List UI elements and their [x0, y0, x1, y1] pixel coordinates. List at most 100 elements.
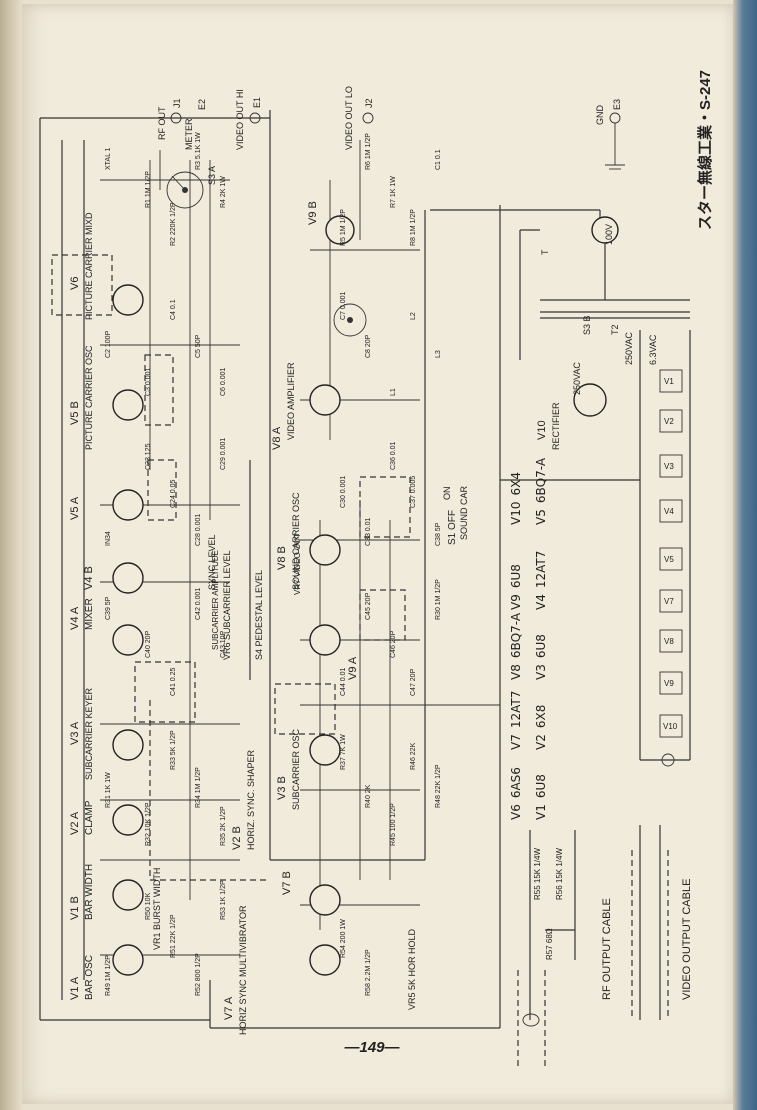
label-v4a: V4 A — [69, 606, 81, 630]
book-gutter — [0, 0, 24, 1110]
tube-v8a — [309, 384, 341, 416]
tube-v3b — [309, 734, 341, 766]
label-s3b: S3 B — [582, 315, 592, 335]
label-bar-osc: BAR OSC — [84, 955, 95, 1000]
component-label: C47 20P — [410, 668, 417, 696]
label-t2: T2 — [610, 324, 620, 335]
tube-v4b — [112, 562, 144, 594]
output-cables — [517, 825, 669, 1070]
tube-list-v2: V26X8 — [534, 705, 548, 750]
book-binding-edge — [733, 0, 757, 1110]
component-label: C23 125 — [145, 443, 152, 470]
heater-v7: V7 — [664, 597, 674, 606]
tube-list-v4: V412AT7 — [534, 551, 548, 610]
component-label: R2 220K 1/2P — [170, 202, 177, 246]
component-label: R1 1M 1/2P — [145, 171, 152, 208]
control-labels: S1 OFF SOUND CAR ON S4 PEDESTAL LEVEL VR… — [152, 485, 469, 1010]
label-v8a: V8 A — [271, 426, 283, 450]
label-meter: METER — [184, 118, 194, 150]
label-picture-carrier-mixd: PICTURE CARRIER MIXD — [84, 212, 94, 320]
label-v2b: V2 B — [231, 826, 243, 850]
tube-v4a — [112, 624, 144, 656]
tube-v7a — [309, 944, 341, 976]
label-v5b: V5 B — [69, 401, 81, 425]
tube-list-v5: V56BQ7-A — [534, 457, 548, 525]
heater-v2: V2 — [664, 417, 674, 426]
label-video-amplifier: VIDEO AMPLIFIER — [286, 362, 296, 440]
component-label: C29 0.001 — [220, 438, 227, 470]
cable-labels: RF OUTPUT CABLE R55 15K 1/4W R56 15K 1/4… — [533, 848, 693, 1000]
component-label: C46 20P — [390, 630, 397, 658]
component-label: R53 1K 1/2P — [220, 880, 227, 920]
label-subcarrier-osc: SUBCARRIER OSC — [291, 728, 301, 810]
heater-v8: V8 — [664, 637, 674, 646]
component-label: XTAL 1 — [105, 147, 112, 170]
label-vr7: VR7 VIDEO OUT — [293, 533, 302, 595]
tube-v8b — [309, 534, 341, 566]
label-video-out-lo: VIDEO OUT LO — [344, 86, 354, 150]
stage-labels: V1 A BAR OSC V1 B BAR WIDTH V2 A CLAMP V… — [69, 201, 561, 1035]
label-r55: R55 15K 1/4W — [533, 848, 542, 900]
tube-list-v10: V106X4 — [509, 472, 523, 525]
heater-v1: V1 — [664, 377, 674, 386]
component-label: C30 0.001 — [340, 476, 347, 508]
component-label: C3 0.001 — [145, 367, 152, 396]
tube-v1b — [112, 879, 144, 911]
component-label: C38 5P — [435, 522, 442, 546]
label-j2: J2 — [364, 98, 374, 108]
component-label: C28 0.001 — [195, 514, 202, 546]
component-label: C44 0.01 — [340, 667, 347, 696]
label-250vac-b: 250VAC — [624, 332, 634, 365]
tube-list-v8: V86BQ7-A — [509, 612, 523, 680]
heater-v3: V3 — [664, 462, 674, 471]
label-vr5: VR5 5K HOR HOLD — [407, 928, 417, 1010]
label-j1: J1 — [172, 98, 182, 108]
label-v7a: V7 A — [223, 996, 235, 1020]
label-250vac-a: 250VAC — [572, 362, 582, 395]
label-100v: 100V — [604, 224, 614, 245]
component-label: C39 5P — [105, 596, 112, 620]
component-label: C5 50P — [195, 334, 202, 358]
label-s3a: S3 A — [207, 166, 217, 185]
label-vr1: VR1 BURST WIDTH — [152, 868, 162, 950]
label-v9b: V9 B — [307, 201, 319, 225]
tube-v9b — [325, 215, 355, 245]
component-label: R58 2.2M 1/2P — [365, 949, 372, 996]
component-label: R33 5K 1/2P — [170, 730, 177, 770]
label-video-output-cable: VIDEO OUTPUT CABLE — [681, 879, 693, 1000]
component-label: R3 5.1K 1W — [195, 132, 202, 170]
tube-v3a — [112, 729, 144, 761]
terminal-labels: RF OUT J1 METER E2 VIDEO OUT HI E1 VIDEO… — [157, 86, 622, 150]
component-label: L1 — [390, 388, 397, 396]
tube-v1a — [112, 944, 144, 976]
heater-v9: V9 — [664, 679, 674, 688]
label-v1a: V1 A — [69, 976, 81, 1000]
label-v3b: V3 B — [276, 776, 288, 800]
component-label: R4 2K 1W — [220, 176, 227, 208]
component-labels: XTAL 1 R1 1M 1/2P R2 220K 1/2P R3 5.1K 1W R4… — [105, 132, 442, 996]
component-label: C40 20P — [145, 630, 152, 658]
tube-list-v3: V36U8 — [534, 634, 548, 680]
label-e2: E2 — [197, 99, 207, 110]
label-r57: R57 68Ω — [545, 928, 554, 960]
component-label: R50 10K — [145, 892, 152, 920]
component-label: R49 1M 1/2P — [105, 955, 112, 996]
label-sync-level: SYNC LEVEL — [207, 534, 217, 590]
component-label: C37 0.005 — [410, 476, 417, 508]
component-label: R31 1K 1W — [105, 772, 112, 808]
side-title: スター無線工業・S-247 — [696, 70, 714, 230]
component-label: L2 — [410, 312, 417, 320]
component-label: C24 0.05 — [170, 479, 177, 508]
component-label: R45 100 1/2P — [390, 803, 397, 846]
label-v7b: V7 B — [281, 871, 293, 895]
tube-v5a — [112, 489, 144, 521]
label-v4b: V4 B — [83, 566, 95, 590]
tube-list-v6: V66AS6 — [509, 767, 523, 820]
label-gnd: GND — [595, 105, 605, 126]
component-label: R7 1K 1W — [390, 176, 397, 208]
label-v6: V6 — [69, 277, 81, 290]
label-v8b: V8 B — [276, 546, 288, 570]
schematic-page — [22, 4, 734, 1104]
label-e1: E1 — [252, 97, 262, 108]
tube-v5b — [112, 389, 144, 421]
